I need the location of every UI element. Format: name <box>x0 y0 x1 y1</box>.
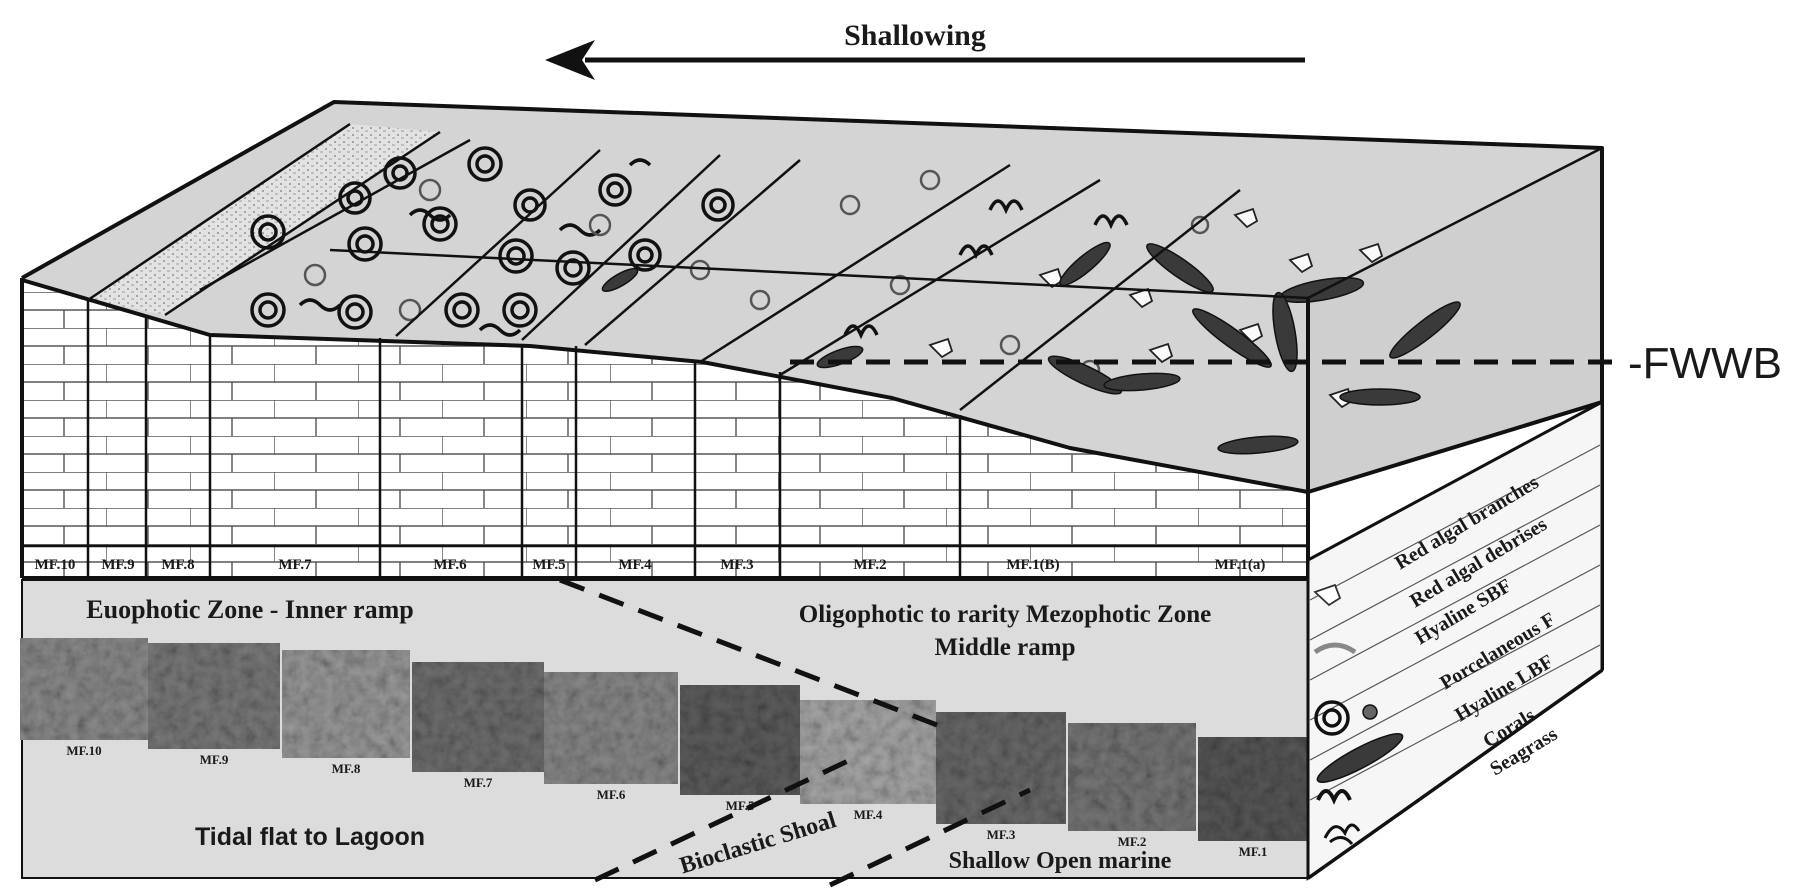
middle-ramp-zone-label-line2: Middle ramp <box>935 634 1076 661</box>
thin-section-photo <box>1068 723 1196 831</box>
thin-section-photo <box>1198 737 1308 841</box>
facies-label-row: MF.10 MF.9 MF.8 MF.7 MF.6 MF.5 MF.4 MF.3… <box>35 557 1266 573</box>
facies-boundaries-top <box>87 122 1603 411</box>
ramp-top-surface <box>22 102 1602 492</box>
thin-section-photo <box>20 638 148 740</box>
hyaline-sbf-fauna <box>928 207 1384 409</box>
facies-label: MF.3 <box>720 557 753 573</box>
thin-section-photo-label: MF.8 <box>332 761 361 776</box>
shallowing-title: Shallowing <box>844 19 986 52</box>
facies-label: MF.2 <box>853 557 886 573</box>
thin-section-photo-label: MF.1 <box>1239 844 1268 859</box>
facies-dividers-wall <box>22 300 1308 578</box>
facies-label: MF.5 <box>532 557 565 573</box>
porcelaneous-foram-icon <box>1313 642 1357 655</box>
facies-label: MF.8 <box>161 557 194 573</box>
thin-section-photo-label: MF.2 <box>1118 834 1147 849</box>
facies-label: MF.1(a) <box>1215 557 1266 573</box>
thin-section-photo <box>282 650 410 758</box>
facies-label: MF.10 <box>35 557 76 573</box>
legend-side-panel <box>1306 399 1604 881</box>
shallowing-arrowhead <box>545 40 595 80</box>
tidal-flat-strip <box>88 124 440 315</box>
corals-icon <box>1314 700 1350 736</box>
thin-section-photo-label: MF.10 <box>66 743 101 758</box>
thin-section-photo-label: MF.9 <box>200 752 229 767</box>
facies-label: MF.4 <box>618 557 652 573</box>
fwwb-label: -FWWB <box>1628 339 1782 388</box>
shallow-open-marine-label: Shallow Open marine <box>949 848 1172 874</box>
inner-ramp-zone-label: Euophotic Zone - Inner ramp <box>86 595 413 624</box>
hyaline-sbf-icon <box>1313 583 1342 607</box>
facies-label: MF.7 <box>278 557 312 573</box>
thin-section-photo-label: MF.4 <box>854 807 883 822</box>
thin-section-photo-label: MF.7 <box>464 775 493 790</box>
facies-label: MF.9 <box>101 557 134 573</box>
red-algal-debris-icon <box>1362 704 1378 720</box>
thin-section-photo <box>680 685 800 795</box>
hyaline-lbf-icon <box>1316 733 1404 783</box>
thin-section-photo-label: MF.3 <box>987 827 1016 842</box>
tidal-flat-zone-label: Tidal flat to Lagoon <box>195 823 425 851</box>
thin-section-photo <box>544 672 678 784</box>
thin-section-photo <box>412 662 544 772</box>
thin-section-photo <box>936 712 1066 824</box>
facies-label: MF.6 <box>433 557 467 573</box>
thin-section-photo-label: MF.6 <box>597 787 626 802</box>
seagrass-icon <box>1323 823 1361 846</box>
right-side-water-panel <box>1308 148 1602 492</box>
thin-section-photo <box>148 643 280 749</box>
legend-diagonal-rules <box>1309 444 1601 801</box>
zone-separator-dashes <box>559 577 1032 888</box>
facies-label: MF.1(B) <box>1006 557 1059 573</box>
red-algal-branches-icon <box>1316 789 1352 805</box>
middle-ramp-zone-label-line1: Oligophotic to rarity Mezophotic Zone <box>799 601 1211 628</box>
